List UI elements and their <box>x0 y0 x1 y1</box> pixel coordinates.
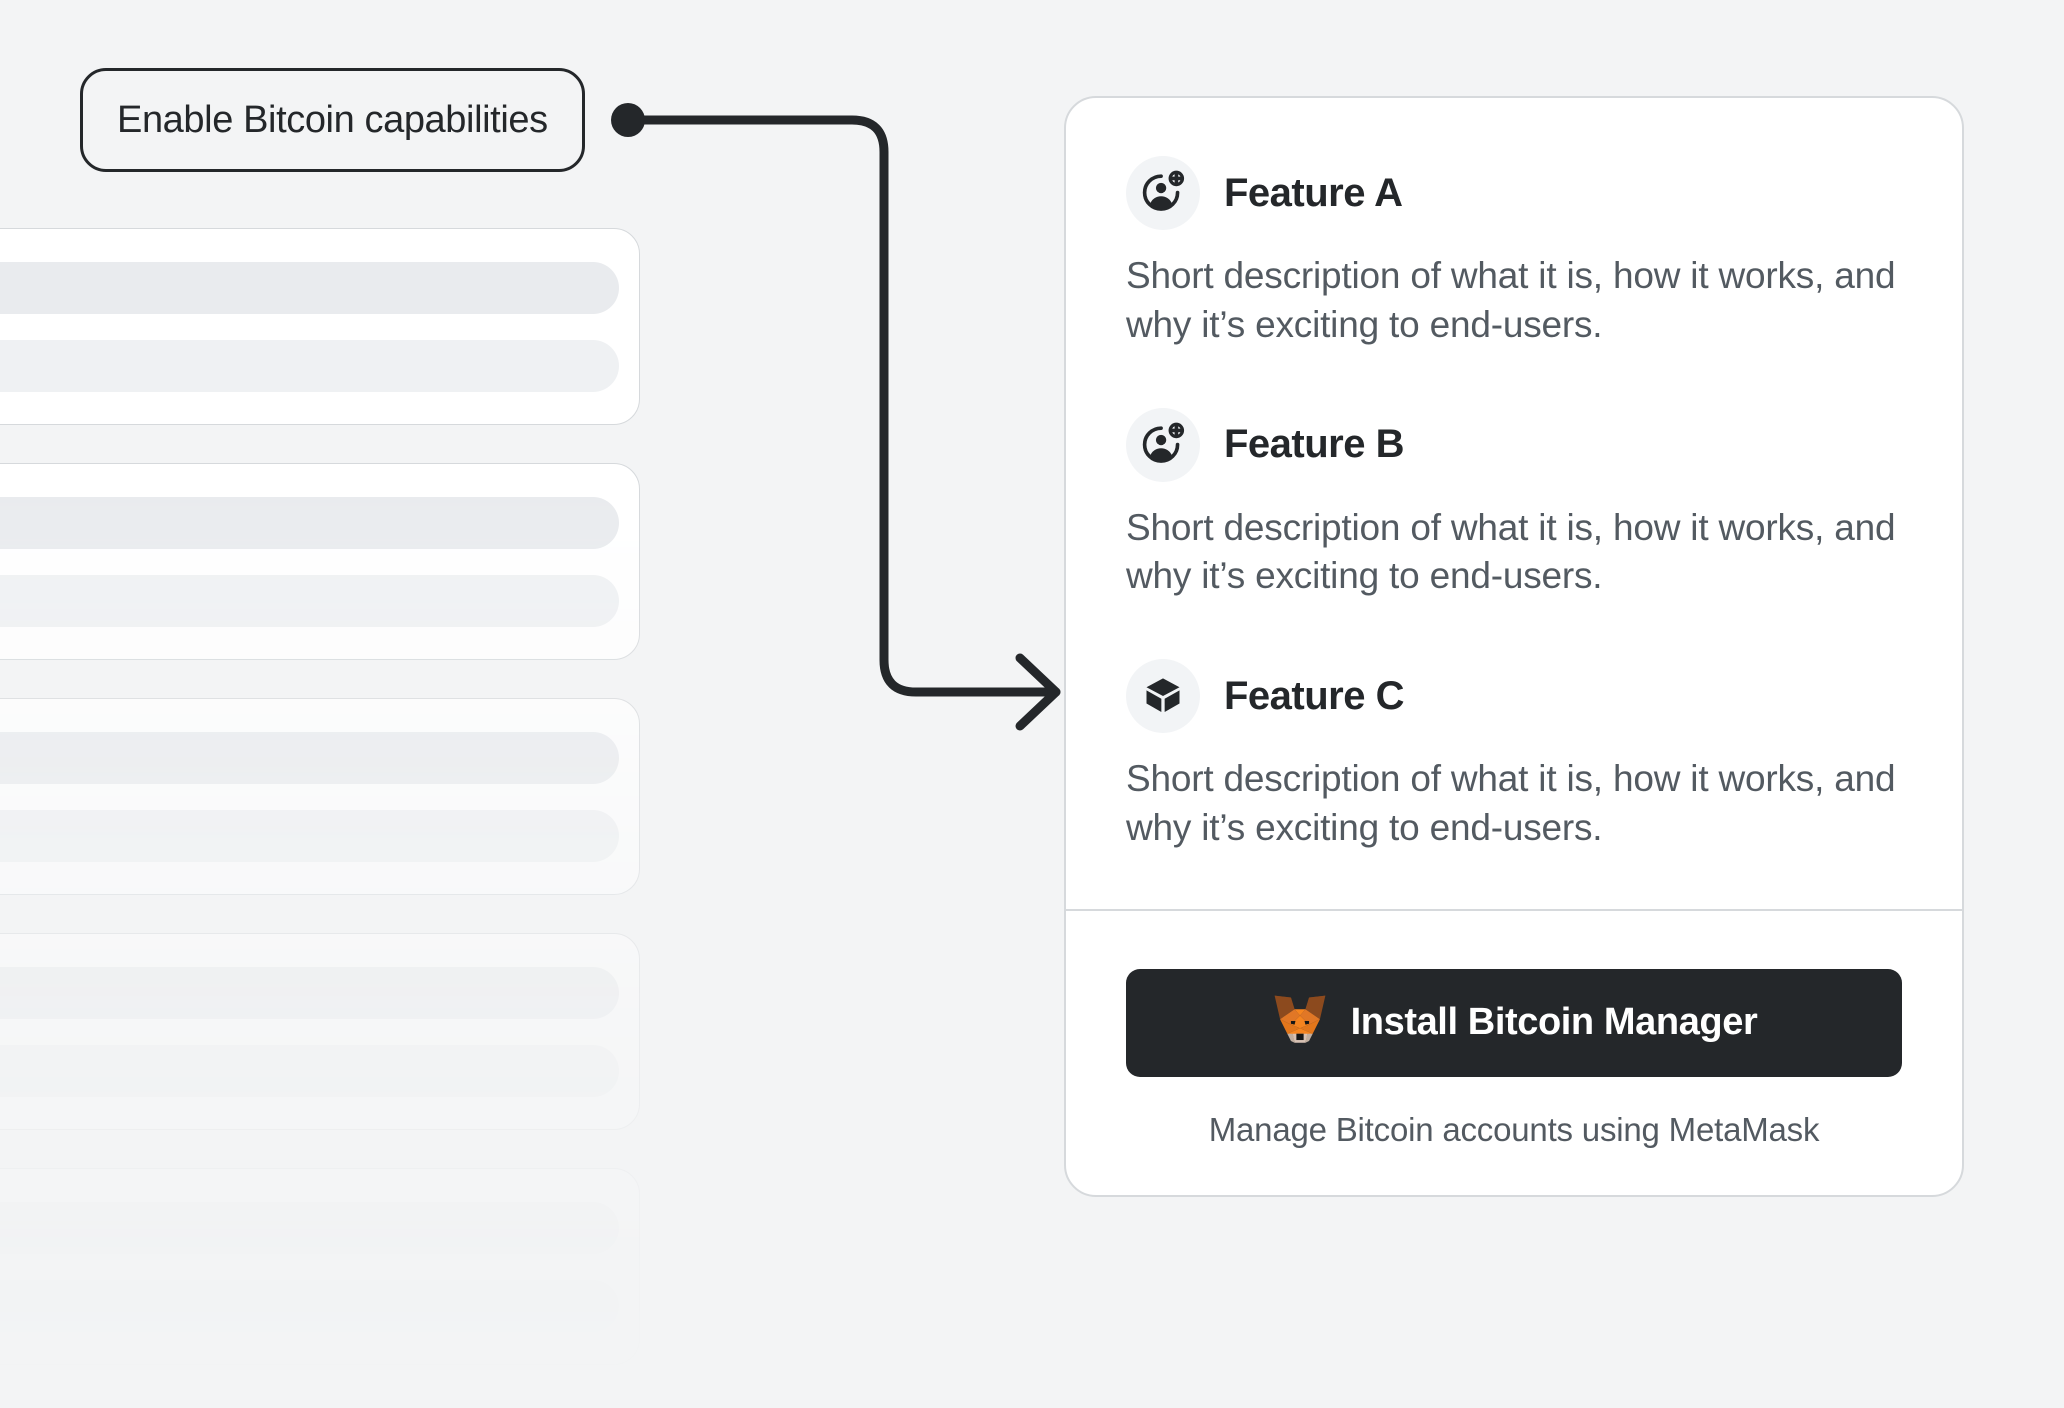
feature-header: Feature C <box>1126 659 1902 734</box>
skeleton-bar-primary <box>0 1201 619 1254</box>
skeleton-bar-secondary <box>0 809 619 862</box>
skeleton-placeholder-list <box>0 228 640 1408</box>
skeleton-bar-secondary <box>0 1044 619 1097</box>
metamask-fox-icon <box>1271 993 1329 1052</box>
feature-item: Feature B Short description of what it i… <box>1126 407 1902 602</box>
feature-card: Feature A Short description of what it i… <box>1064 96 1964 1197</box>
skeleton-bar-primary <box>0 966 619 1019</box>
feature-title: Feature C <box>1224 673 1405 718</box>
skeleton-list-item <box>0 1168 640 1365</box>
skeleton-list-item <box>0 698 640 895</box>
skeleton-list-item <box>0 933 640 1130</box>
arrow-right-icon <box>1015 653 1061 731</box>
skeleton-bar-primary <box>0 731 619 784</box>
skeleton-list-item <box>0 228 640 425</box>
feature-description: Short description of what it is, how it … <box>1126 758 1896 849</box>
feature-description: Short description of what it is, how it … <box>1126 255 1896 345</box>
add-account-icon <box>1126 407 1200 482</box>
skeleton-bar-secondary <box>0 574 619 627</box>
connector-dot-icon <box>611 103 645 137</box>
install-bitcoin-manager-button[interactable]: Install Bitcoin Manager <box>1126 968 1902 1077</box>
skeleton-list-item <box>0 463 640 660</box>
skeleton-bar-secondary <box>0 339 619 392</box>
install-button-label: Install Bitcoin Manager <box>1350 1001 1758 1044</box>
feature-item: Feature C Short description of what it i… <box>1126 659 1902 853</box>
skeleton-bar-primary <box>0 496 619 549</box>
callout-label[interactable]: Enable Bitcoin capabilities <box>80 68 585 172</box>
card-footer: Install Bitcoin Manager Manage Bitcoin a… <box>1066 911 1962 1195</box>
skeleton-bar-secondary <box>0 1279 619 1332</box>
feature-list: Feature A Short description of what it i… <box>1066 98 1962 909</box>
feature-header: Feature A <box>1126 156 1902 230</box>
callout-label-text: Enable Bitcoin capabilities <box>117 98 548 141</box>
connector-path <box>623 115 1061 697</box>
add-account-icon <box>1126 156 1200 230</box>
card-divider <box>1066 908 1962 911</box>
skeleton-bar-primary <box>0 261 619 314</box>
feature-title: Feature A <box>1224 170 1403 215</box>
feature-description: Short description of what it is, how it … <box>1126 506 1896 597</box>
cube-icon <box>1126 659 1200 734</box>
feature-title: Feature B <box>1224 422 1405 467</box>
install-subtitle: Manage Bitcoin accounts using MetaMask <box>1208 1110 1820 1148</box>
feature-header: Feature B <box>1126 407 1902 482</box>
feature-item: Feature A Short description of what it i… <box>1126 156 1902 350</box>
